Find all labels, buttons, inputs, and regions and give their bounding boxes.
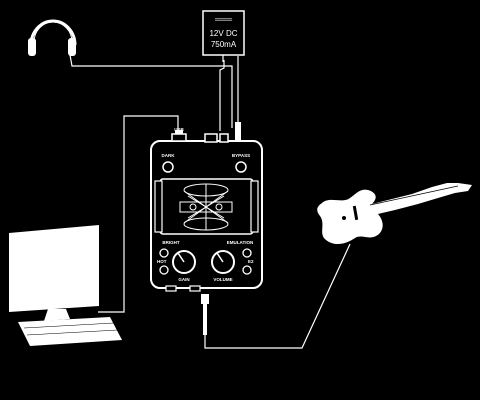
hot-switch[interactable] bbox=[159, 265, 169, 275]
emulation-switch[interactable] bbox=[242, 248, 252, 258]
guitar-plug bbox=[201, 294, 209, 304]
amp-device: USB DARK BYPASS BRIGHT EMULATION bbox=[150, 127, 263, 292]
e2-label: E2 bbox=[248, 259, 254, 264]
power-jack bbox=[219, 133, 229, 143]
input-jack bbox=[165, 285, 177, 292]
tube-window bbox=[154, 178, 259, 235]
top-jacks bbox=[171, 133, 229, 143]
psu-voltage-label: 12V DC bbox=[209, 29, 237, 38]
dc-symbol: ═══ bbox=[214, 15, 232, 24]
bright-label: BRIGHT bbox=[162, 240, 179, 245]
keyboard-lines bbox=[23, 322, 119, 336]
power-supply-adapter: ═══ 12V DC 750mA bbox=[202, 10, 245, 56]
dark-switch[interactable] bbox=[162, 161, 174, 173]
computer-monitor-icon bbox=[9, 225, 122, 346]
headphones-jack bbox=[204, 133, 218, 143]
bright-switch[interactable] bbox=[159, 248, 169, 258]
emulation-label: EMULATION bbox=[227, 240, 253, 245]
e2-switch[interactable] bbox=[242, 265, 252, 275]
tube-graphics bbox=[179, 183, 233, 231]
electric-guitar-icon bbox=[317, 183, 472, 245]
headphones-icon bbox=[28, 19, 77, 56]
power-plug bbox=[235, 122, 241, 142]
gain-label: GAIN bbox=[178, 277, 189, 282]
bottom-jacks bbox=[165, 285, 201, 292]
headphones-cable bbox=[69, 54, 233, 128]
hot-label: HOT bbox=[157, 259, 167, 264]
output-jack bbox=[189, 285, 201, 292]
volume-knob[interactable] bbox=[211, 250, 235, 274]
volume-label: VOLUME bbox=[213, 277, 232, 282]
usb-cable bbox=[98, 115, 179, 313]
bypass-label: BYPASS bbox=[232, 153, 250, 158]
usb-port bbox=[171, 133, 187, 142]
gain-knob[interactable] bbox=[172, 250, 196, 274]
bypass-switch[interactable] bbox=[235, 161, 247, 173]
usb-label: USB bbox=[174, 127, 184, 132]
dark-label: DARK bbox=[162, 153, 176, 158]
psu-current-label: 750mA bbox=[211, 40, 237, 49]
guitar-plug-body bbox=[203, 303, 207, 335]
